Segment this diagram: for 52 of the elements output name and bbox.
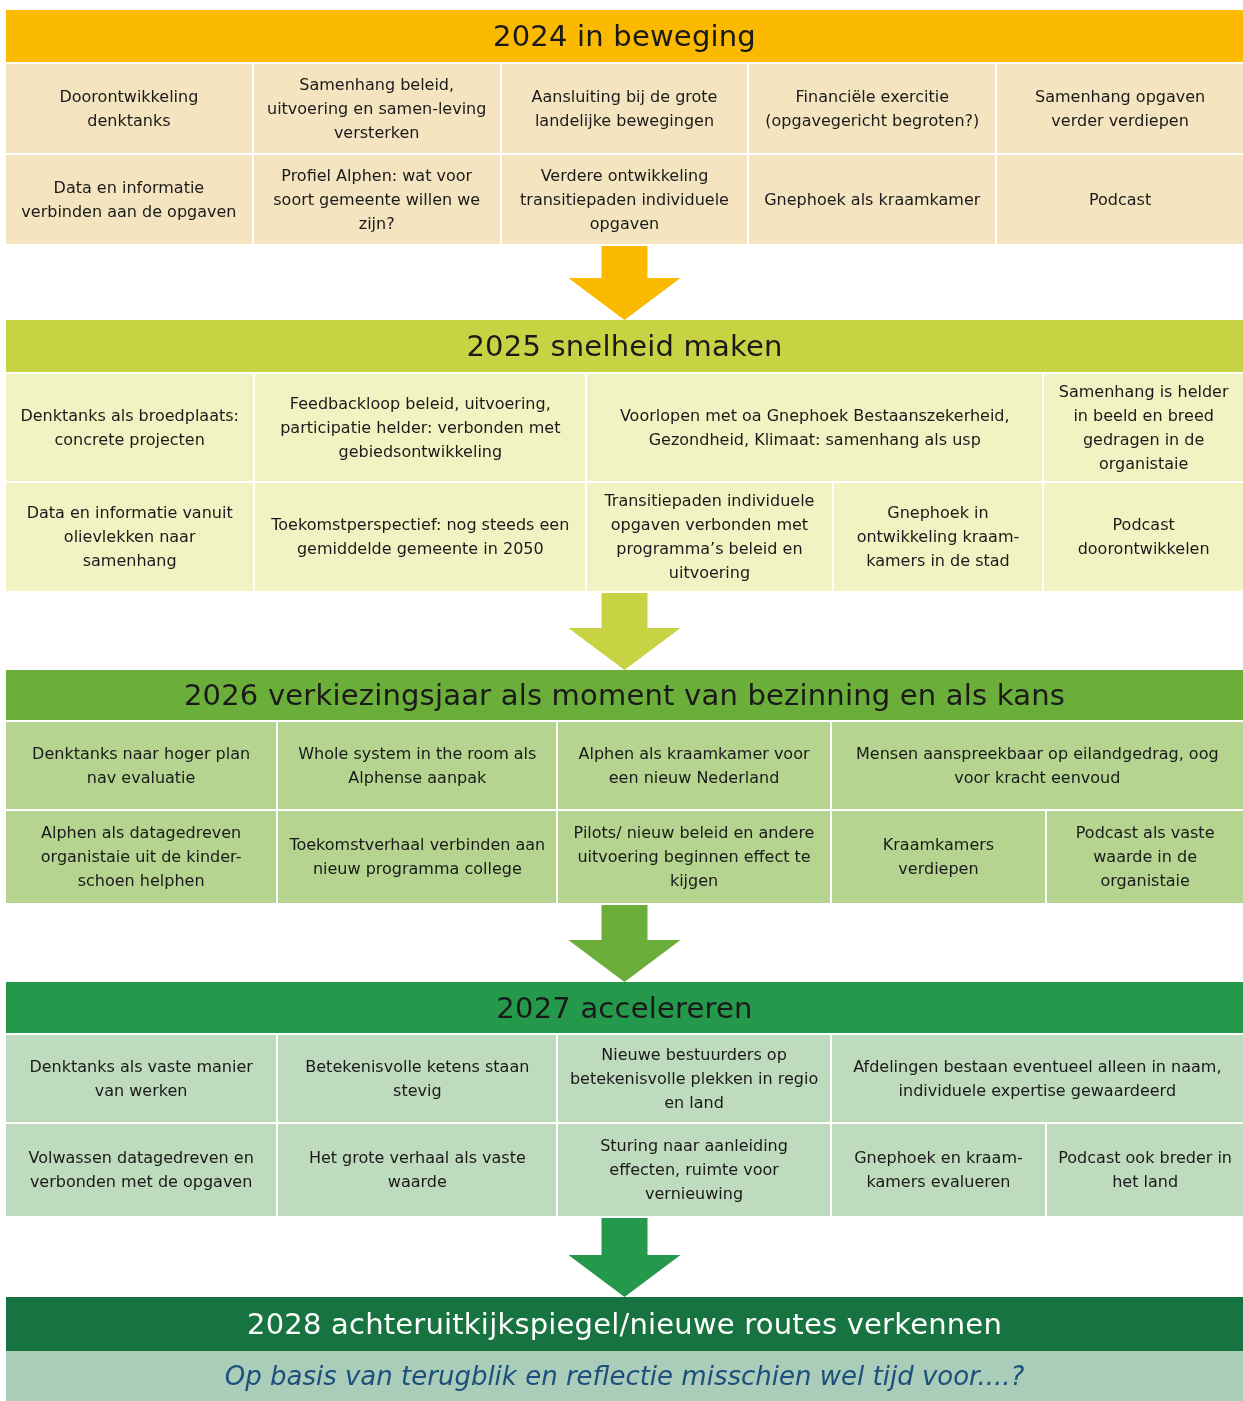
goal-cell: Financiële exercitie (opgavegericht begroten?): [749, 64, 996, 153]
goal-cell: Alphen als datagedreven organistaie uit de kinder-schoen helphen: [6, 811, 277, 903]
goal-cell: Aansluiting bij de grote landelijke bewegingen: [501, 64, 748, 153]
goal-cell: Gnephoek in ontwikkeling kraam-kamers in de stad: [833, 483, 1043, 591]
goal-cell: Transitiepaden individuele opgaven verbonden met programma’s beleid en uitvoering: [587, 483, 832, 591]
goal-cell: Podcast: [997, 155, 1243, 244]
goal-cell: Verdere ontwikkeling transitiepaden individuele opgaven: [501, 155, 748, 244]
goal-cell: Whole system in the room als Alphense aanpak: [278, 722, 557, 809]
goal-cell: Sturing naar aanleiding effecten, ruimte voor vernieuwing: [558, 1124, 830, 1216]
goal-cell: Nieuwe bestuurders op betekenisvolle plekken in regio en land: [558, 1035, 830, 1122]
goal-cell: Doorontwikkeling denktanks: [6, 64, 252, 153]
goal-cell: Samenhang opgaven verder verdiepen: [997, 64, 1243, 153]
year-section: [6, 320, 1243, 591]
goal-cell: Betekenisvolle ketens staan stevig: [278, 1035, 557, 1122]
goal-cell: Voorlopen met oa Gnephoek Bestaanszekerheid, Gezondheid, Klimaat: samenhang als usp: [587, 374, 1043, 481]
goal-cell: Profiel Alphen: wat voor soort gemeente willen we zijn?: [253, 155, 500, 244]
year-heading: 2028 achteruitkijkspiegel/nieuwe routes verkennen: [6, 1297, 1243, 1351]
goal-cell: Afdelingen bestaan eventueel alleen in naam, individuele expertise gewaardeerd: [831, 1035, 1243, 1122]
goal-cell: Alphen als kraamkamer voor een nieuw Nederland: [558, 722, 830, 809]
goal-cell: Samenhang is helder in beeld en breed gedragen in de organistaie: [1044, 374, 1243, 481]
goal-cell: Denktanks als broedplaats: concrete projecten: [6, 374, 254, 481]
goal-cell: Denktanks als vaste manier van werken: [6, 1035, 277, 1122]
goal-cell: Denktanks naar hoger plan nav evaluatie: [6, 722, 277, 809]
goal-cell: Podcast ook breder in het land: [1047, 1124, 1243, 1216]
goal-cell: Samenhang beleid, uitvoering en samen-leving versterken: [253, 64, 500, 153]
goal-cell: Volwassen datagedreven en verbonden met de opgaven: [6, 1124, 277, 1216]
subtitle-banner: Op basis van terugblik en reflectie misschien wel tijd voor....?: [6, 1351, 1243, 1401]
goal-cell: Het grote verhaal als vaste waarde: [278, 1124, 557, 1216]
year-heading: 2027 accelereren: [6, 982, 1243, 1033]
year-section: [6, 982, 1243, 1216]
goal-cell: Gnephoek als kraamkamer: [749, 155, 996, 244]
year-section: [6, 670, 1243, 903]
goal-cell: Data en informatie vanuit olievlekken naar samenhang: [6, 483, 254, 591]
goal-cell: Kraamkamers verdiepen: [831, 811, 1046, 903]
goal-cell: Podcast als vaste waarde in de organistaie: [1047, 811, 1243, 903]
down-arrow: [568, 1218, 681, 1297]
goal-cell: Mensen aanspreekbaar op eilandgedrag, oog voor kracht eenvoud: [831, 722, 1243, 809]
goal-cell: Podcast doorontwikkelen: [1044, 483, 1243, 591]
down-arrow: [568, 593, 681, 670]
goal-cell: Gnephoek en kraam-kamers evalueren: [831, 1124, 1046, 1216]
year-heading: 2024 in beweging: [6, 10, 1243, 62]
year-heading: 2026 verkiezingsjaar als moment van bezinning en als kans: [6, 670, 1243, 720]
year-section: [6, 1297, 1243, 1401]
down-arrow: [568, 905, 681, 982]
year-heading: 2025 snelheid maken: [6, 320, 1243, 372]
year-section: [6, 10, 1243, 244]
goal-cell: Toekomstperspectief: nog steeds een gemiddelde gemeente in 2050: [255, 483, 586, 591]
goal-cell: Feedbackloop beleid, uitvoering, participatie helder: verbonden met gebiedsontwikkeling: [255, 374, 586, 481]
goal-cell: Pilots/ nieuw beleid en andere uitvoering beginnen effect te kijgen: [558, 811, 830, 903]
down-arrow: [568, 246, 681, 320]
goal-cell: Toekomstverhaal verbinden aan nieuw programma college: [278, 811, 557, 903]
goal-cell: Data en informatie verbinden aan de opgaven: [6, 155, 252, 244]
